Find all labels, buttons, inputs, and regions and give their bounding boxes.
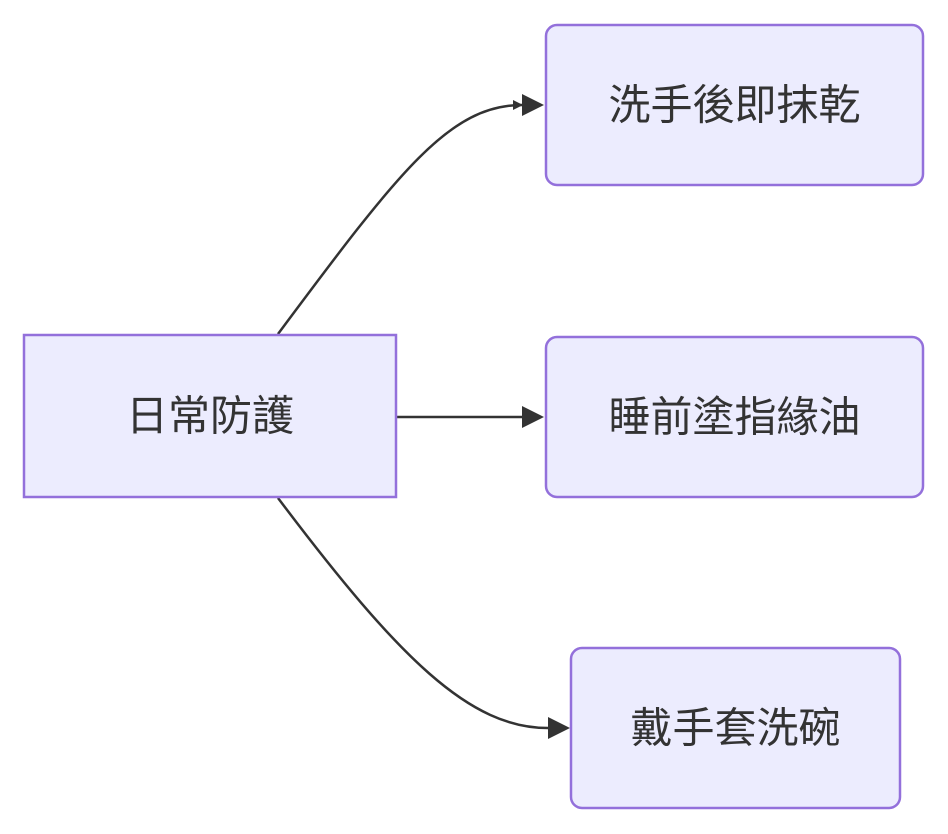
- arrowhead-dry-hands: [522, 94, 544, 116]
- node-dry-hands-after-washing[interactable]: 洗手後即抹乾: [544, 23, 925, 187]
- node-gloves-label: 戴手套洗碗: [630, 704, 840, 753]
- edges: [276, 94, 570, 739]
- edge-root-to-gloves: [277, 497, 549, 730]
- node-cuticle-oil-before-bed[interactable]: 睡前塗指緣油: [544, 335, 925, 499]
- node-daily-protection-label: 日常防護: [126, 392, 294, 441]
- edge-root-to-dry-hands: [276, 100, 523, 335]
- node-daily-protection[interactable]: 日常防護: [22, 333, 398, 499]
- node-gloves-for-dishes[interactable]: 戴手套洗碗: [569, 646, 902, 810]
- arrowhead-cuticle-oil: [522, 406, 544, 428]
- node-gloves-box: [569, 646, 902, 810]
- node-cuticle-oil-box: [544, 335, 925, 499]
- node-dry-hands-label: 洗手後即抹乾: [608, 81, 860, 130]
- arrowhead-gloves: [548, 717, 570, 739]
- node-dry-hands-box: [544, 23, 925, 187]
- node-daily-protection-box: [22, 333, 398, 499]
- node-cuticle-oil-label: 睡前塗指緣油: [608, 393, 860, 442]
